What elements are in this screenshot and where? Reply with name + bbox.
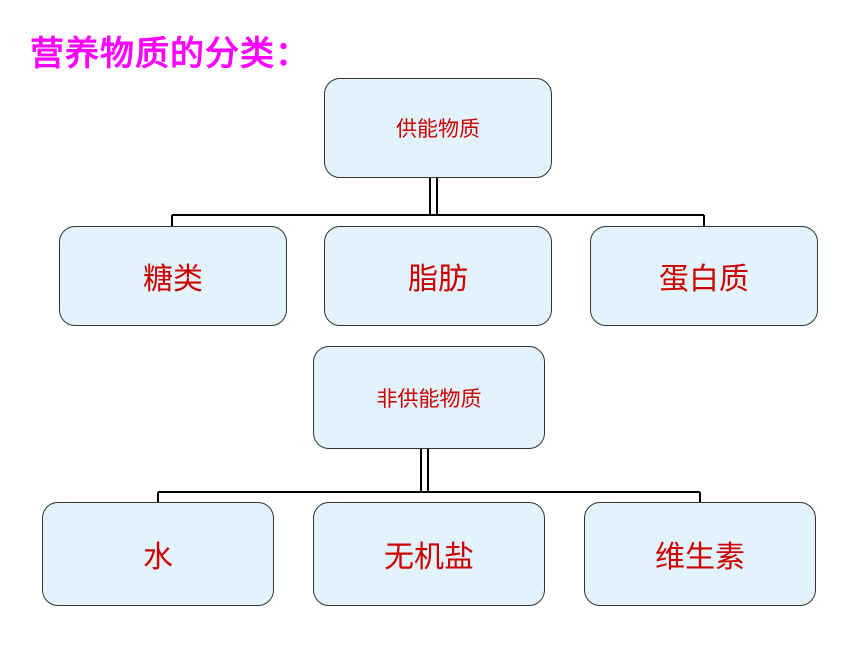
node-carbohydrates: 糖类 <box>59 226 287 326</box>
node-vitamins: 维生素 <box>584 502 816 606</box>
node-minerals: 无机盐 <box>313 502 545 606</box>
node-proteins: 蛋白质 <box>590 226 818 326</box>
page-title: 营养物质的分类： <box>30 34 310 74</box>
node-energy-substances: 供能物质 <box>324 78 552 178</box>
node-fats: 脂肪 <box>324 226 552 326</box>
node-water: 水 <box>42 502 274 606</box>
node-non-energy-substances: 非供能物质 <box>313 346 545 449</box>
